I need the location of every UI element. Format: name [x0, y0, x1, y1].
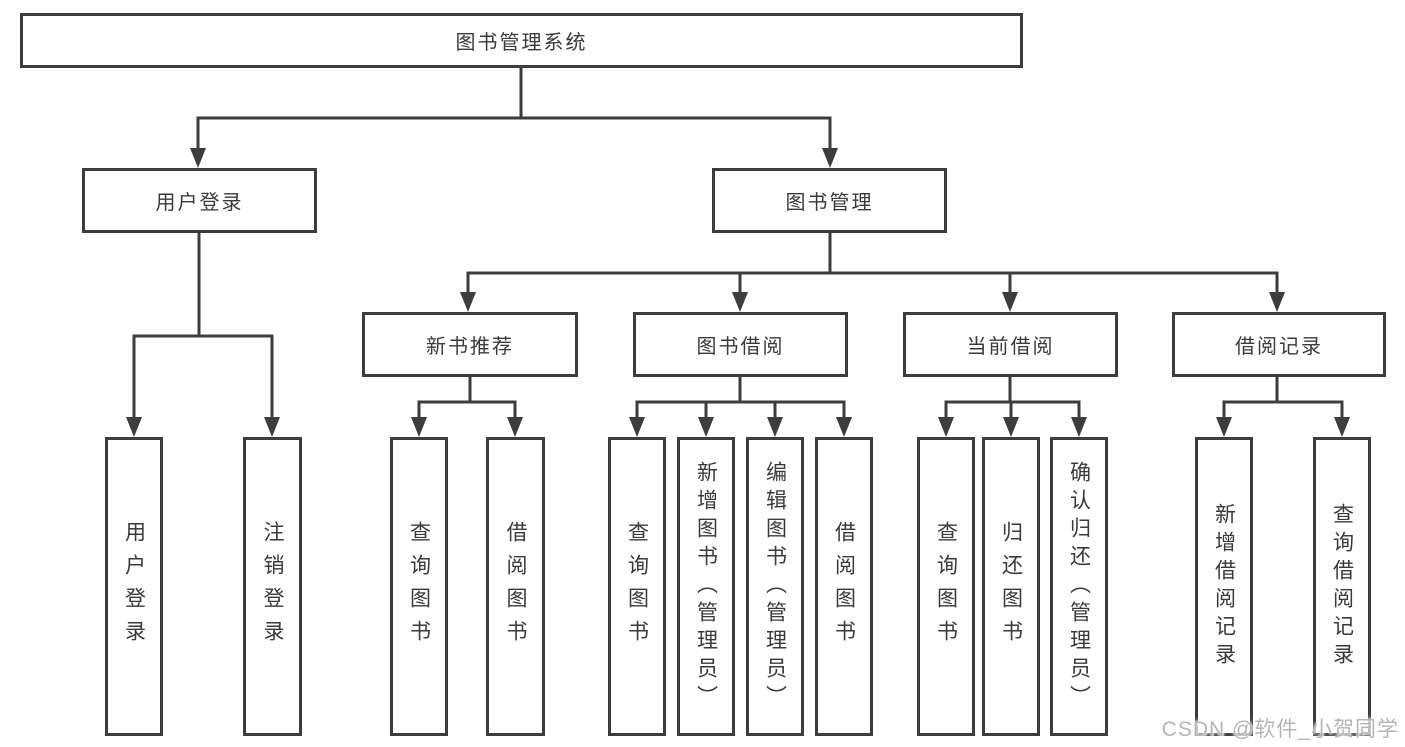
csdn-watermark: CSDN @软件_小贺同学	[1161, 718, 1399, 741]
node-current-borrowing: 当前借阅	[903, 312, 1118, 377]
leaf-return-books: 归还图书	[982, 437, 1040, 736]
edge-borrowrecords-to-leaves	[1216, 377, 1350, 437]
leaf-newbooks-query-books-label: 查询图书	[407, 520, 431, 653]
leaf-add-books-admin-label: 新增图书（管理员）	[694, 460, 718, 713]
edge-root-to-level2	[190, 68, 838, 168]
leaf-borrow-books: 借阅图书	[815, 437, 873, 736]
leaf-return-books-label: 归还图书	[999, 520, 1023, 653]
leaf-query-borrow-record: 查询借阅记录	[1313, 437, 1371, 736]
leaf-borrow-books-label: 借阅图书	[832, 520, 856, 653]
leaf-newbooks-query-books: 查询图书	[390, 437, 448, 736]
leaf-edit-books-admin: 编辑图书（管理员）	[746, 437, 804, 736]
leaf-add-borrow-record-label: 新增借阅记录	[1212, 502, 1236, 671]
leaf-borrow-query-books: 查询图书	[608, 437, 666, 736]
node-book-borrowing: 图书借阅	[633, 312, 848, 377]
leaf-query-borrow-record-label: 查询借阅记录	[1330, 502, 1354, 671]
leaf-add-books-admin: 新增图书（管理员）	[677, 437, 735, 736]
node-current-borrowing-label: 当前借阅	[966, 336, 1055, 358]
leaf-confirm-return-admin: 确认归还（管理员）	[1050, 437, 1108, 736]
node-user-login: 用户登录	[82, 168, 317, 233]
node-borrowing-records-label: 借阅记录	[1235, 336, 1323, 358]
leaf-edit-books-admin-label: 编辑图书（管理员）	[763, 460, 787, 713]
edge-bookmgmt-to-level3	[460, 233, 1285, 312]
leaf-current-query-books-label: 查询图书	[934, 520, 958, 653]
leaf-newbooks-borrow-books-label: 借阅图书	[504, 520, 527, 653]
node-root-system-label: 图书管理系统	[455, 32, 588, 54]
node-new-book-recommend: 新书推荐	[362, 312, 578, 377]
edge-bookborrow-to-leaves	[629, 377, 852, 437]
node-root-system: 图书管理系统	[20, 13, 1023, 68]
leaf-user-login-label: 用户登录	[122, 520, 146, 653]
edge-userlogin-to-leaves	[126, 233, 280, 437]
node-borrowing-records: 借阅记录	[1172, 312, 1386, 377]
node-new-book-recommend-label: 新书推荐	[426, 336, 514, 358]
edge-newbooks-to-leaves	[411, 377, 523, 437]
leaf-confirm-return-admin-label: 确认归还（管理员）	[1067, 460, 1091, 713]
leaf-add-borrow-record: 新增借阅记录	[1195, 437, 1253, 736]
node-book-management: 图书管理	[712, 168, 947, 233]
node-book-borrowing-label: 图书借阅	[696, 336, 785, 358]
leaf-current-query-books: 查询图书	[917, 437, 975, 736]
leaf-newbooks-borrow-books: 借阅图书	[486, 437, 545, 736]
node-user-login-label: 用户登录	[155, 192, 244, 214]
leaf-logout: 注销登录	[243, 437, 302, 736]
leaf-logout-label: 注销登录	[261, 520, 284, 653]
edge-currentborrow-to-leaves	[938, 377, 1087, 437]
leaf-user-login: 用户登录	[105, 437, 163, 736]
leaf-borrow-query-books-label: 查询图书	[625, 520, 649, 653]
node-book-management-label: 图书管理	[785, 192, 874, 214]
